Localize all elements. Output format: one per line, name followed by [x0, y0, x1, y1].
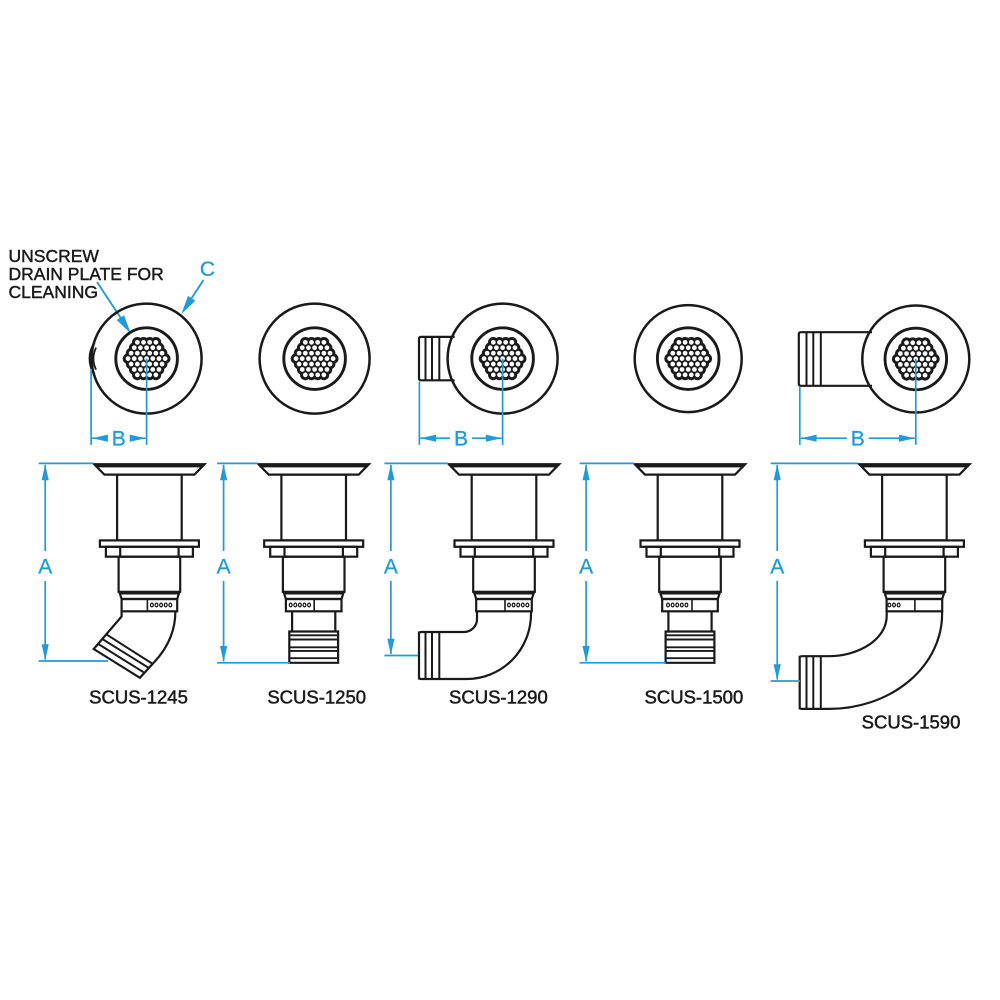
dim-b-5: B [798, 359, 917, 451]
side-view-4 [632, 462, 748, 664]
dim-a-5: A [770, 462, 858, 682]
dim-c-label: C [200, 258, 215, 281]
top-view-1 [88, 302, 204, 416]
top-view-3 [417, 302, 560, 416]
annotation-line-2: DRAIN PLATE FOR [9, 264, 164, 284]
side-view-1 [92, 462, 207, 680]
product-label-5: SCUS-1590 [862, 712, 961, 733]
annotation-line-1: UNSCREW [9, 246, 100, 266]
dim-a-label-5: A [770, 556, 784, 579]
dim-b-label-5: B [851, 428, 865, 451]
annotation-unscrew-leader [96, 281, 131, 334]
product-label-1: SCUS-1245 [89, 687, 188, 708]
top-view-2 [258, 302, 372, 416]
top-view-4 [633, 303, 744, 414]
dim-b-3: B [418, 358, 504, 451]
dim-b-label-3: B [454, 428, 468, 451]
top-view-5 [797, 304, 971, 414]
product-label-4: SCUS-1500 [645, 687, 744, 708]
side-view-2 [256, 462, 371, 664]
dim-a-2: A [216, 462, 290, 664]
annotation-line-3: CLEANING [9, 282, 98, 302]
side-view-3 [417, 462, 562, 681]
dim-c: C [181, 258, 215, 315]
dim-a-4: A [579, 462, 666, 664]
dim-a-label-1: A [38, 556, 52, 579]
dim-a-label-3: A [384, 556, 398, 579]
dim-a-1: A [38, 462, 108, 662]
product-label-3: SCUS-1290 [449, 687, 548, 708]
dim-a-3: A [384, 462, 448, 657]
dim-a-label-2: A [217, 556, 231, 579]
dim-b-label-1: B [112, 428, 126, 451]
dim-b-1: B [90, 358, 148, 451]
side-view-5 [798, 462, 972, 710]
product-label-2: SCUS-1250 [267, 687, 366, 708]
dim-a-label-4: A [579, 556, 593, 579]
